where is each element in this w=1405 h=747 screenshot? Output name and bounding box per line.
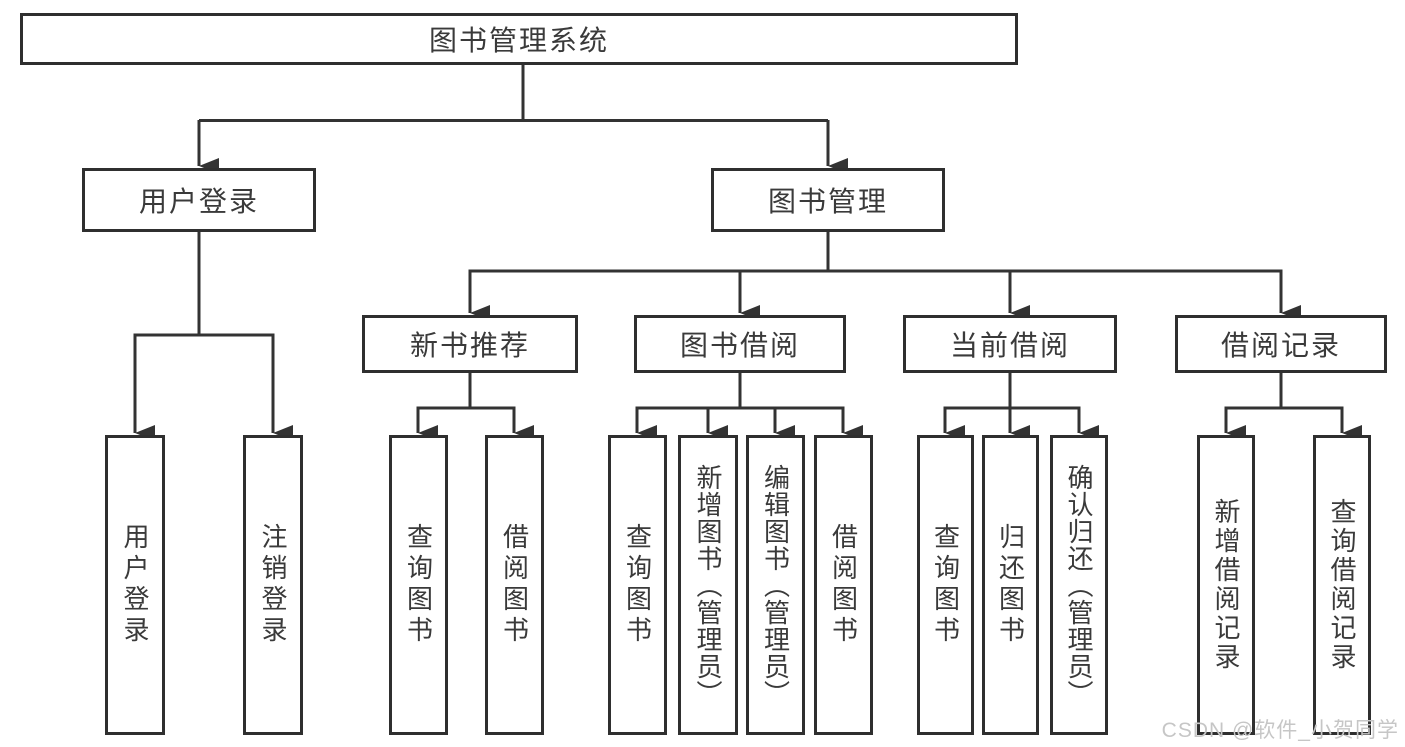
node-book-borrow: 图书借阅 — [634, 315, 846, 373]
node-label: 借阅图书 — [499, 523, 530, 647]
node-label: 查询借阅记录 — [1327, 498, 1357, 672]
node-label: 注销登录 — [258, 523, 288, 647]
node-label: 归还图书 — [995, 523, 1026, 647]
node-label: 图书借阅 — [679, 330, 800, 361]
leaf-add-book-admin: 新增图书（管理员） — [678, 435, 738, 735]
node-label: 查询图书 — [930, 523, 961, 647]
node-label: 编辑图书（管理员） — [760, 463, 791, 707]
node-label: 当前借阅 — [949, 330, 1070, 361]
node-label: 确认归还（管理员） — [1064, 463, 1094, 707]
node-label: 查询图书 — [403, 523, 434, 647]
node-borrow-records: 借阅记录 — [1175, 315, 1387, 373]
leaf-return-book: 归还图书 — [982, 435, 1039, 735]
leaf-user-login: 用户登录 — [105, 435, 165, 735]
leaf-borrow-books-recommend: 借阅图书 — [485, 435, 544, 735]
node-label: 借阅图书 — [828, 523, 859, 647]
node-book-management: 图书管理 — [711, 168, 945, 232]
node-label: 图书管理系统 — [428, 25, 609, 56]
node-label: 新增图书（管理员） — [693, 463, 723, 707]
leaf-logout-login: 注销登录 — [243, 435, 303, 735]
csdn-watermark: CSDN @软件_小贺同学 — [1161, 719, 1399, 742]
node-label: 用户登录 — [120, 523, 150, 647]
node-label: 用户登录 — [138, 186, 259, 217]
node-user-login: 用户登录 — [82, 168, 316, 232]
leaf-query-borrow-record: 查询借阅记录 — [1313, 435, 1371, 735]
node-label: 图书管理 — [767, 186, 888, 217]
tree-edges — [133, 65, 1362, 441]
leaf-query-books-current: 查询图书 — [917, 435, 974, 735]
leaf-query-books-borrow: 查询图书 — [608, 435, 667, 735]
leaf-query-books-recommend: 查询图书 — [389, 435, 448, 735]
node-label: 查询图书 — [622, 523, 653, 647]
node-new-book-recommend: 新书推荐 — [362, 315, 578, 373]
leaf-edit-book-admin: 编辑图书（管理员） — [746, 435, 805, 735]
node-label: 新增借阅记录 — [1211, 498, 1241, 672]
leaf-add-borrow-record: 新增借阅记录 — [1197, 435, 1255, 735]
leaf-confirm-return-admin: 确认归还（管理员） — [1050, 435, 1108, 735]
node-library-management-system: 图书管理系统 — [20, 13, 1018, 65]
leaf-borrow-books-borrow: 借阅图书 — [814, 435, 873, 735]
node-label: 新书推荐 — [409, 330, 530, 361]
node-label: 借阅记录 — [1220, 330, 1341, 361]
node-current-borrow: 当前借阅 — [903, 315, 1117, 373]
